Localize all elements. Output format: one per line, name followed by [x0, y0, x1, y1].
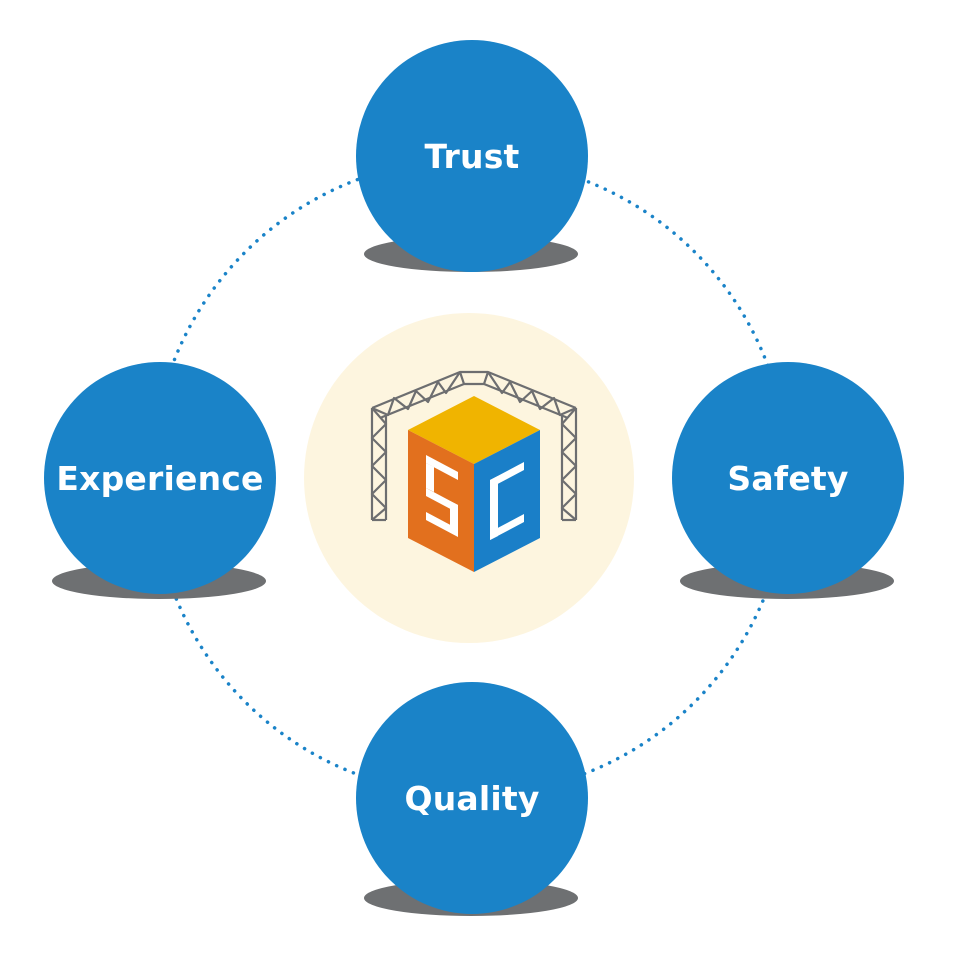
- trust-node[interactable]: Trust: [356, 40, 588, 272]
- experience-label: Experience: [56, 458, 264, 498]
- quality-label: Quality: [404, 778, 540, 818]
- safety-label: Safety: [727, 458, 849, 498]
- experience-node[interactable]: Experience: [44, 362, 276, 594]
- trust-label: Trust: [424, 136, 520, 176]
- quality-node[interactable]: Quality: [356, 682, 588, 914]
- safety-node[interactable]: Safety: [672, 362, 904, 594]
- sc-logo-icon: [370, 370, 578, 572]
